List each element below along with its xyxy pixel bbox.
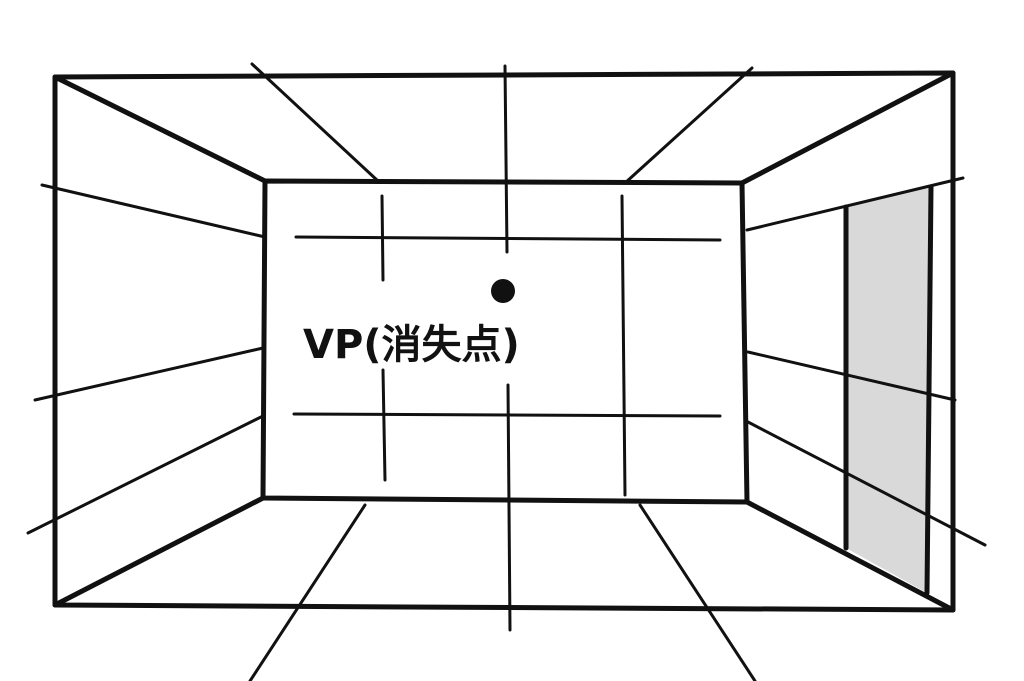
center-vertical-line bbox=[506, 383, 512, 632]
right-wall-line bbox=[745, 176, 965, 232]
center-vertical-line bbox=[503, 64, 509, 254]
floor-line bbox=[638, 503, 757, 681]
ceiling-line bbox=[623, 66, 754, 185]
back-wall-grid-line bbox=[380, 194, 385, 282]
ceiling-line bbox=[250, 62, 380, 183]
vanishing-point-dot bbox=[491, 279, 515, 303]
left-wall-line bbox=[33, 346, 265, 402]
left-wall-line bbox=[26, 414, 265, 535]
floor-line bbox=[248, 503, 367, 681]
right-wall-line bbox=[746, 350, 957, 402]
door-edge bbox=[924, 184, 934, 596]
corner-edge bbox=[52, 495, 266, 608]
door bbox=[846, 187, 931, 593]
back-wall-grid-line bbox=[620, 194, 627, 497]
left-wall-line bbox=[40, 183, 267, 239]
corner-edge bbox=[739, 70, 956, 186]
corner-edge bbox=[744, 499, 956, 613]
right-wall-line bbox=[746, 420, 987, 547]
back-wall-grid-line bbox=[294, 235, 722, 242]
back-wall-grid-line bbox=[292, 412, 722, 418]
back-wall-grid-line bbox=[381, 368, 387, 482]
corner-edge bbox=[52, 74, 268, 184]
vanishing-point-label: VP(消失点) bbox=[303, 322, 520, 368]
